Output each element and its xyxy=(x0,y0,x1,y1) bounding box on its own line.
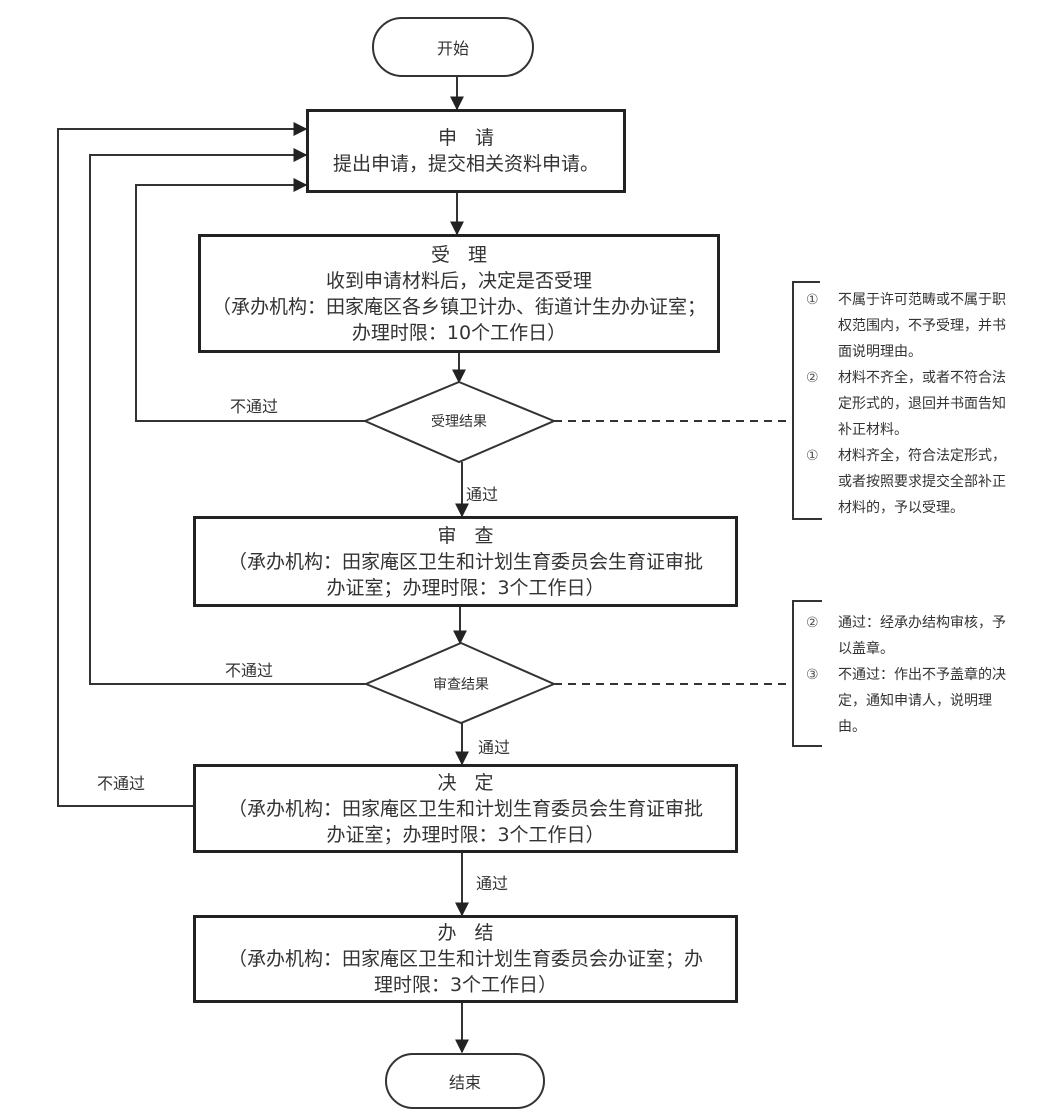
note-item-text: 不属于许可范畴或不属于职权范围内，不予受理，并书面说明理由。 xyxy=(838,292,1006,360)
note-item-text: 不通过：作出不予盖章的决定，通知申请人，说明理由。 xyxy=(838,667,1006,735)
step-accept-line: 收到申请材料后，决定是否受理 xyxy=(325,269,592,292)
edge-label-review-fail: 不通过 xyxy=(225,661,274,680)
note-item-number: ① xyxy=(806,448,819,464)
step-decide-line: （承办机构：田家庵区卫生和计划生育委员会生育证审批 xyxy=(227,797,703,820)
note-item: ② 材料不齐全，或者不符合法定形式的，退回并书面告知补正材料。 xyxy=(806,365,1010,443)
start-label: 开始 xyxy=(436,39,469,58)
note-item-text: 材料不齐全，或者不符合法定形式的，退回并书面告知补正材料。 xyxy=(838,370,1006,438)
note-review: ② 通过：经承办结构审核，予以盖章。 ③ 不通过：作出不予盖章的决定，通知申请人… xyxy=(806,610,1010,740)
note-item: ② 通过：经承办结构审核，予以盖章。 xyxy=(806,610,1010,662)
edge-label-accept-pass: 通过 xyxy=(466,485,499,504)
step-accept-line: 办理时限：10个工作日） xyxy=(351,321,567,344)
loop-accept-fail xyxy=(135,178,365,422)
loop-decide-fail xyxy=(57,122,308,807)
note-item-number: ② xyxy=(806,615,819,631)
note-item-text: 材料齐全，符合法定形式，或者按照要求提交全部补正材料的，予以受理。 xyxy=(838,448,1006,516)
step-accept-line: （承办机构：田家庵区各乡镇卫计办、街道计生办办证室； xyxy=(211,295,706,318)
end-label: 结束 xyxy=(448,1073,481,1092)
note-bracket-review xyxy=(792,600,822,747)
note-item-number: ② xyxy=(806,370,819,386)
end-node: 结束 xyxy=(385,1053,545,1109)
step-review-line: 办证室；办理时限：3个工作日） xyxy=(326,576,605,599)
step-finish-line: （承办机构：田家庵区卫生和计划生育委员会办证室；办 xyxy=(227,948,703,970)
edge-label-review-pass: 通过 xyxy=(478,738,511,757)
note-item-text: 通过：经承办结构审核，予以盖章。 xyxy=(838,615,1006,657)
step-accept-title: 受理 xyxy=(430,243,505,266)
step-apply-line: 提出申请，提交相关资料申请。 xyxy=(332,153,599,175)
step-finish-line: 理时限：3个工作日） xyxy=(373,974,558,996)
step-decide-title: 决定 xyxy=(437,771,512,794)
note-item: ① 材料齐全，符合法定形式，或者按照要求提交全部补正材料的，予以受理。 xyxy=(806,443,1010,521)
step-accept: 受理 收到申请材料后，决定是否受理 （承办机构：田家庵区各乡镇卫计办、街道计生办… xyxy=(198,234,720,353)
step-finish: 办结 （承办机构：田家庵区卫生和计划生育委员会办证室；办 理时限：3个工作日） xyxy=(193,915,738,1003)
loop-review-fail xyxy=(89,148,366,685)
step-decide-line: 办证室；办理时限：3个工作日） xyxy=(326,823,605,846)
edge-label-decide-pass: 通过 xyxy=(476,874,509,893)
decision-review-result-label: 审查结果 xyxy=(433,677,489,693)
note-item: ③ 不通过：作出不予盖章的决定，通知申请人，说明理由。 xyxy=(806,662,1010,740)
edge-label-accept-fail: 不通过 xyxy=(230,397,279,416)
step-decide: 决定 （承办机构：田家庵区卫生和计划生育委员会生育证审批 办证室；办理时限：3个… xyxy=(193,764,738,853)
edge-label-decide-fail: 不通过 xyxy=(97,774,146,793)
note-item-number: ① xyxy=(806,292,819,308)
step-apply-title: 申请 xyxy=(437,127,512,149)
note-bracket-accept xyxy=(792,281,822,520)
step-review-line: （承办机构：田家庵区卫生和计划生育委员会生育证审批 xyxy=(227,550,703,573)
note-accept: ① 不属于许可范畴或不属于职权范围内，不予受理，并书面说明理由。 ② 材料不齐全… xyxy=(806,287,1010,521)
decision-accept-result-label: 受理结果 xyxy=(431,414,487,430)
step-finish-title: 办结 xyxy=(437,922,512,944)
note-item: ① 不属于许可范畴或不属于职权范围内，不予受理，并书面说明理由。 xyxy=(806,287,1010,365)
decision-accept-result-shape xyxy=(362,380,557,464)
start-node: 开始 xyxy=(372,17,534,77)
note-item-number: ③ xyxy=(806,667,819,683)
step-apply: 申请 提出申请，提交相关资料申请。 xyxy=(306,109,626,193)
step-review: 审查 （承办机构：田家庵区卫生和计划生育委员会生育证审批 办证室；办理时限：3个… xyxy=(193,516,738,607)
step-review-title: 审查 xyxy=(437,524,512,547)
